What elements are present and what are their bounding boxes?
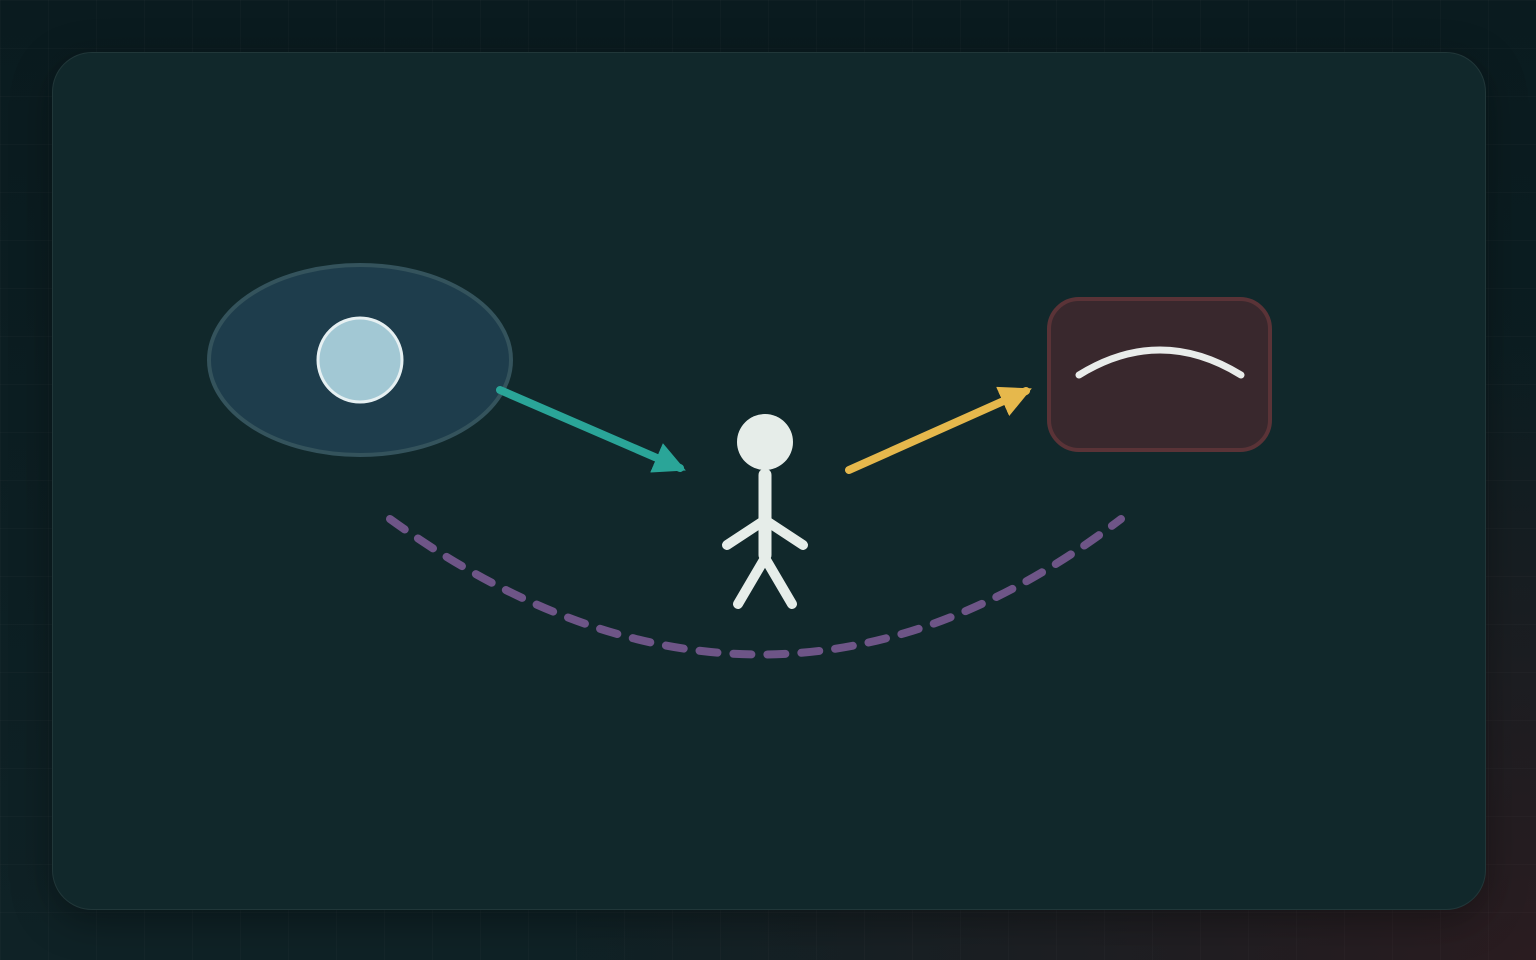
person-right-leg xyxy=(760,553,797,609)
arrow-eye-to-person xyxy=(496,386,686,473)
arrow-person-to-face xyxy=(845,386,1032,474)
frown-mouth xyxy=(1075,346,1245,379)
frown-icon xyxy=(1047,297,1272,452)
person-left-arm xyxy=(722,515,770,550)
dashed-connection-curve xyxy=(386,515,1125,659)
person-icon xyxy=(722,414,808,609)
person-right-arm xyxy=(760,515,808,550)
eye-icon xyxy=(207,263,513,457)
frown-box xyxy=(1047,297,1272,452)
person-left-leg xyxy=(733,553,770,609)
eye-pupil xyxy=(316,316,404,404)
person-head xyxy=(737,414,793,470)
